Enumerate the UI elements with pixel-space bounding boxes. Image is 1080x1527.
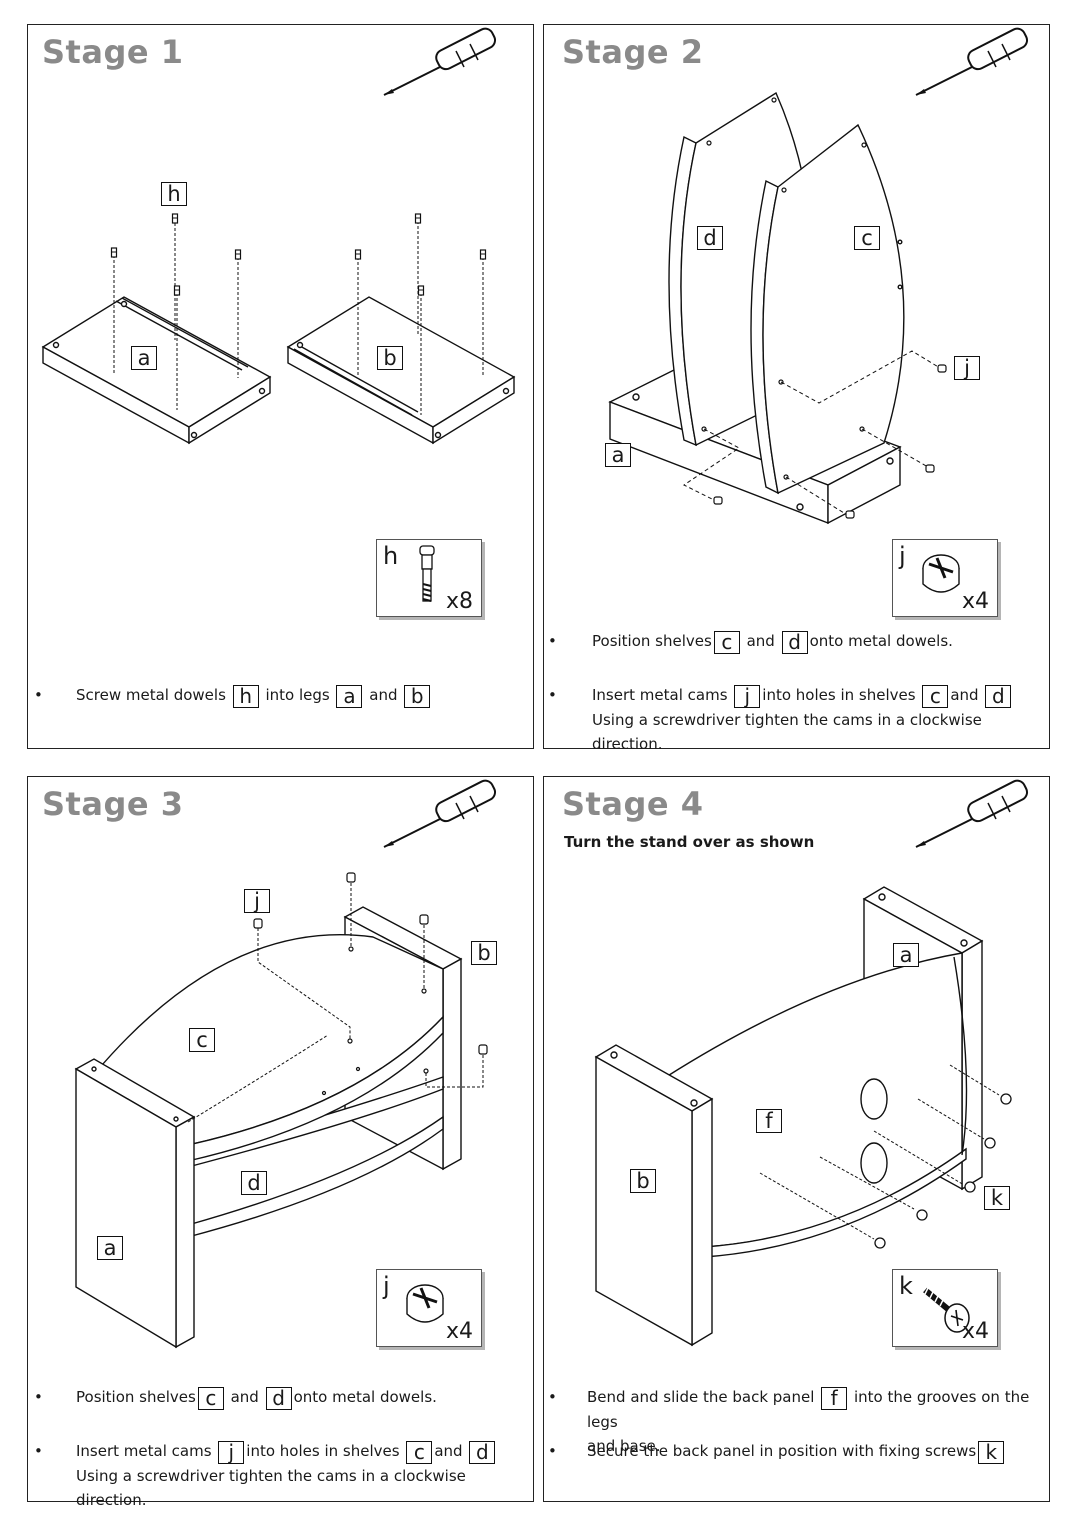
stage-1-instruction-1: • Screw metal dowels h into legs a and b: [34, 683, 432, 708]
label-shelf-c: c: [854, 226, 880, 250]
stage-4-title: Stage 4: [562, 785, 704, 823]
stage-1-panel: Stage 1: [27, 24, 534, 749]
stage-2-panel: Stage 2: [543, 24, 1050, 753]
screwdriver-icon: [915, 777, 1031, 848]
stage-4-instruction-2: • Secure the back panel in position with…: [548, 1439, 1006, 1464]
ref-c: c: [406, 1441, 433, 1464]
hardware-h-box: h x8: [376, 539, 482, 617]
ref-k: k: [978, 1441, 1005, 1464]
fixing-screw-icon: [923, 1287, 970, 1333]
label-cam-j: j: [244, 889, 270, 913]
ref-h: h: [232, 685, 259, 708]
hardware-j-box: j x4: [376, 1269, 482, 1347]
ref-f: f: [821, 1387, 848, 1410]
hardware-quantity: x4: [961, 1319, 989, 1344]
hardware-quantity: x4: [445, 1319, 473, 1344]
ref-c: c: [922, 685, 949, 708]
metal-dowel-icon: [419, 545, 435, 602]
label-back-panel-f: f: [756, 1109, 782, 1133]
ref-d: d: [985, 685, 1012, 708]
ref-j: j: [734, 685, 761, 708]
label-screw-k: k: [984, 1186, 1010, 1210]
label-shelf-c: c: [189, 1028, 215, 1052]
hardware-letter: j: [899, 542, 906, 570]
screwdriver-icon: [383, 25, 499, 97]
hardware-quantity: x4: [961, 589, 989, 614]
hardware-k-box: k x4: [892, 1269, 998, 1347]
label-leg-b: b: [377, 346, 403, 370]
ref-c: c: [197, 1387, 224, 1410]
stage-3-panel: Stage 3: [27, 776, 534, 1509]
ref-d: d: [469, 1441, 496, 1464]
hardware-quantity: x8: [445, 589, 473, 614]
hardware-letter: j: [383, 1272, 390, 1300]
label-h: h: [161, 182, 187, 206]
metal-cam-icon: [406, 1284, 444, 1323]
label-leg-b: b: [471, 941, 497, 965]
label-shelf-d: d: [241, 1171, 267, 1195]
label-cam-j: j: [954, 356, 980, 380]
ref-b: b: [404, 685, 431, 708]
metal-cam-icon: [922, 554, 960, 593]
label-leg-a: a: [97, 1236, 123, 1260]
hardware-j-box: j x4: [892, 539, 998, 617]
ref-d: d: [265, 1387, 292, 1410]
ref-j: j: [218, 1441, 245, 1464]
stage-2-diagram: [608, 25, 1031, 525]
stage-4-instruction-1: • Bend and slide the back panel f into t…: [548, 1386, 1030, 1455]
stage-1-title: Stage 1: [42, 33, 184, 71]
stage-4-subtitle: Turn the stand over as shown: [564, 833, 815, 851]
label-shelf-d: d: [697, 226, 723, 250]
stage-3-diagram: [74, 777, 499, 1349]
stage-3-title: Stage 3: [42, 785, 184, 823]
label-leg-a: a: [131, 346, 157, 370]
hardware-letter: h: [383, 542, 399, 570]
stage-4-panel: Stage 4 Turn the stand over as shown: [543, 776, 1050, 1502]
screwdriver-icon: [383, 777, 499, 848]
label-leg-b: b: [630, 1169, 656, 1193]
label-base-a: a: [605, 443, 631, 467]
ref-c: c: [713, 631, 740, 654]
ref-a: a: [336, 685, 363, 708]
stage-4-diagram: [594, 777, 1031, 1347]
label-leg-a: a: [893, 943, 919, 967]
screwdriver-icon: [915, 25, 1031, 97]
ref-d: d: [781, 631, 808, 654]
stage-2-title: Stage 2: [562, 33, 704, 71]
stage-1-diagram: [41, 25, 516, 445]
hardware-letter: k: [899, 1272, 913, 1300]
